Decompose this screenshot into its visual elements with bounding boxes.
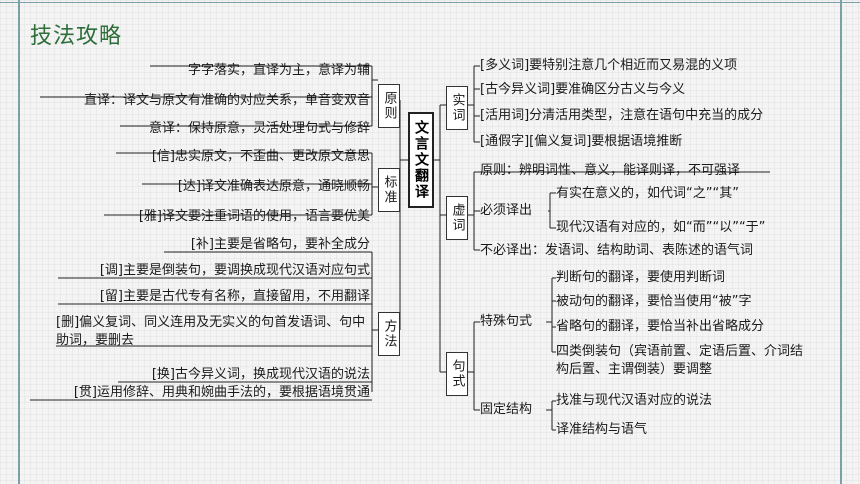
content-word-item-1: [多义词]要特别注意几个相近而又易混的义项 xyxy=(480,58,738,73)
special-sentence-item-3: 省略句的翻译，要恰当补出省略成分 xyxy=(556,319,765,334)
principle-item-2: 直译：译文与原文有准确的对应关系，单音变双音 xyxy=(83,93,370,108)
fixed-structure-item-2: 译准结构与语气 xyxy=(556,422,648,437)
branch-content-words: 实词 xyxy=(446,86,468,130)
special-sentence-item-2: 被动句的翻译，要恰当使用“被”字 xyxy=(556,294,752,309)
method-item-guan: [贯]运用修辞、用典和婉曲手法的，要根据语境贯通 xyxy=(73,385,370,400)
special-sentence-item-4: 四类倒装句（宾语前置、定语后置、介词结构后置、主谓倒装）要调整 xyxy=(556,344,804,377)
content-word-item-4: [通假字][偏义复词]要根据语境推断 xyxy=(480,134,683,149)
frame-border-left xyxy=(18,0,20,484)
principle-item-1: 字字落实，直译为主，意译为辅 xyxy=(187,63,370,78)
must-translate-item-2: 现代汉语有对应的，如“而”“以”“于” xyxy=(556,220,766,235)
principle-item-3: 意译：保持原意，灵活处理句式与修辞 xyxy=(148,121,370,136)
branch-standard: 标准 xyxy=(378,168,400,212)
special-sentence-item-1: 判断句的翻译，要使用判断词 xyxy=(556,270,726,285)
function-word-principle: 原则：辨明词性、意义，能译则译，不可强译 xyxy=(480,163,741,178)
method-item-diao: [调]主要是倒装句，要调换成现代汉语对应句式 xyxy=(99,263,370,278)
page-title: 技法攻略 xyxy=(30,24,123,49)
must-translate-label: 必须译出 xyxy=(480,203,533,218)
branch-function-words: 虚词 xyxy=(446,196,468,240)
fixed-structure-label: 固定结构 xyxy=(480,402,533,417)
must-translate-item-1: 有实在意义的，如代词“之”“其” xyxy=(556,186,739,201)
method-item-liu: [留]主要是古代专有名称，直接留用，不用翻译 xyxy=(99,289,370,304)
fixed-structure-item-1: 找准与现代汉语对应的说法 xyxy=(556,393,713,408)
center-topic: 文言文翻译 xyxy=(408,112,434,208)
frame-border-right xyxy=(840,0,842,484)
branch-sentences: 句式 xyxy=(446,352,468,396)
method-item-huan: [换]古今异义词，换成现代汉语的说法 xyxy=(151,367,370,382)
method-item-bu: [补]主要是省略句，要补全成分 xyxy=(190,237,370,252)
frame-border-top xyxy=(0,2,860,3)
branch-method: 方法 xyxy=(378,312,400,356)
method-item-shan: [删]偏义复词、同义连用及无实义的句首发语词、句中助词，要删去 xyxy=(56,315,366,348)
no-need-translate: 不必译出：发语词、结构助词、表陈述的语气词 xyxy=(480,243,754,258)
content-word-item-3: [活用词]分清活用类型，注意在语句中充当的成分 xyxy=(480,108,764,123)
content-word-item-2: [古今异义词]要准确区分古义与今义 xyxy=(480,82,686,97)
standard-item-2: [达]译文准确表达原意，通晓顺畅 xyxy=(177,179,370,194)
standard-item-1: [信]忠实原文，不歪曲、更改原文意思 xyxy=(151,149,370,164)
standard-item-3: [雅]译文要注重词语的使用，语言要优美 xyxy=(138,209,370,224)
branch-principle: 原则 xyxy=(378,84,400,128)
special-sentence-label: 特殊句式 xyxy=(480,314,533,329)
